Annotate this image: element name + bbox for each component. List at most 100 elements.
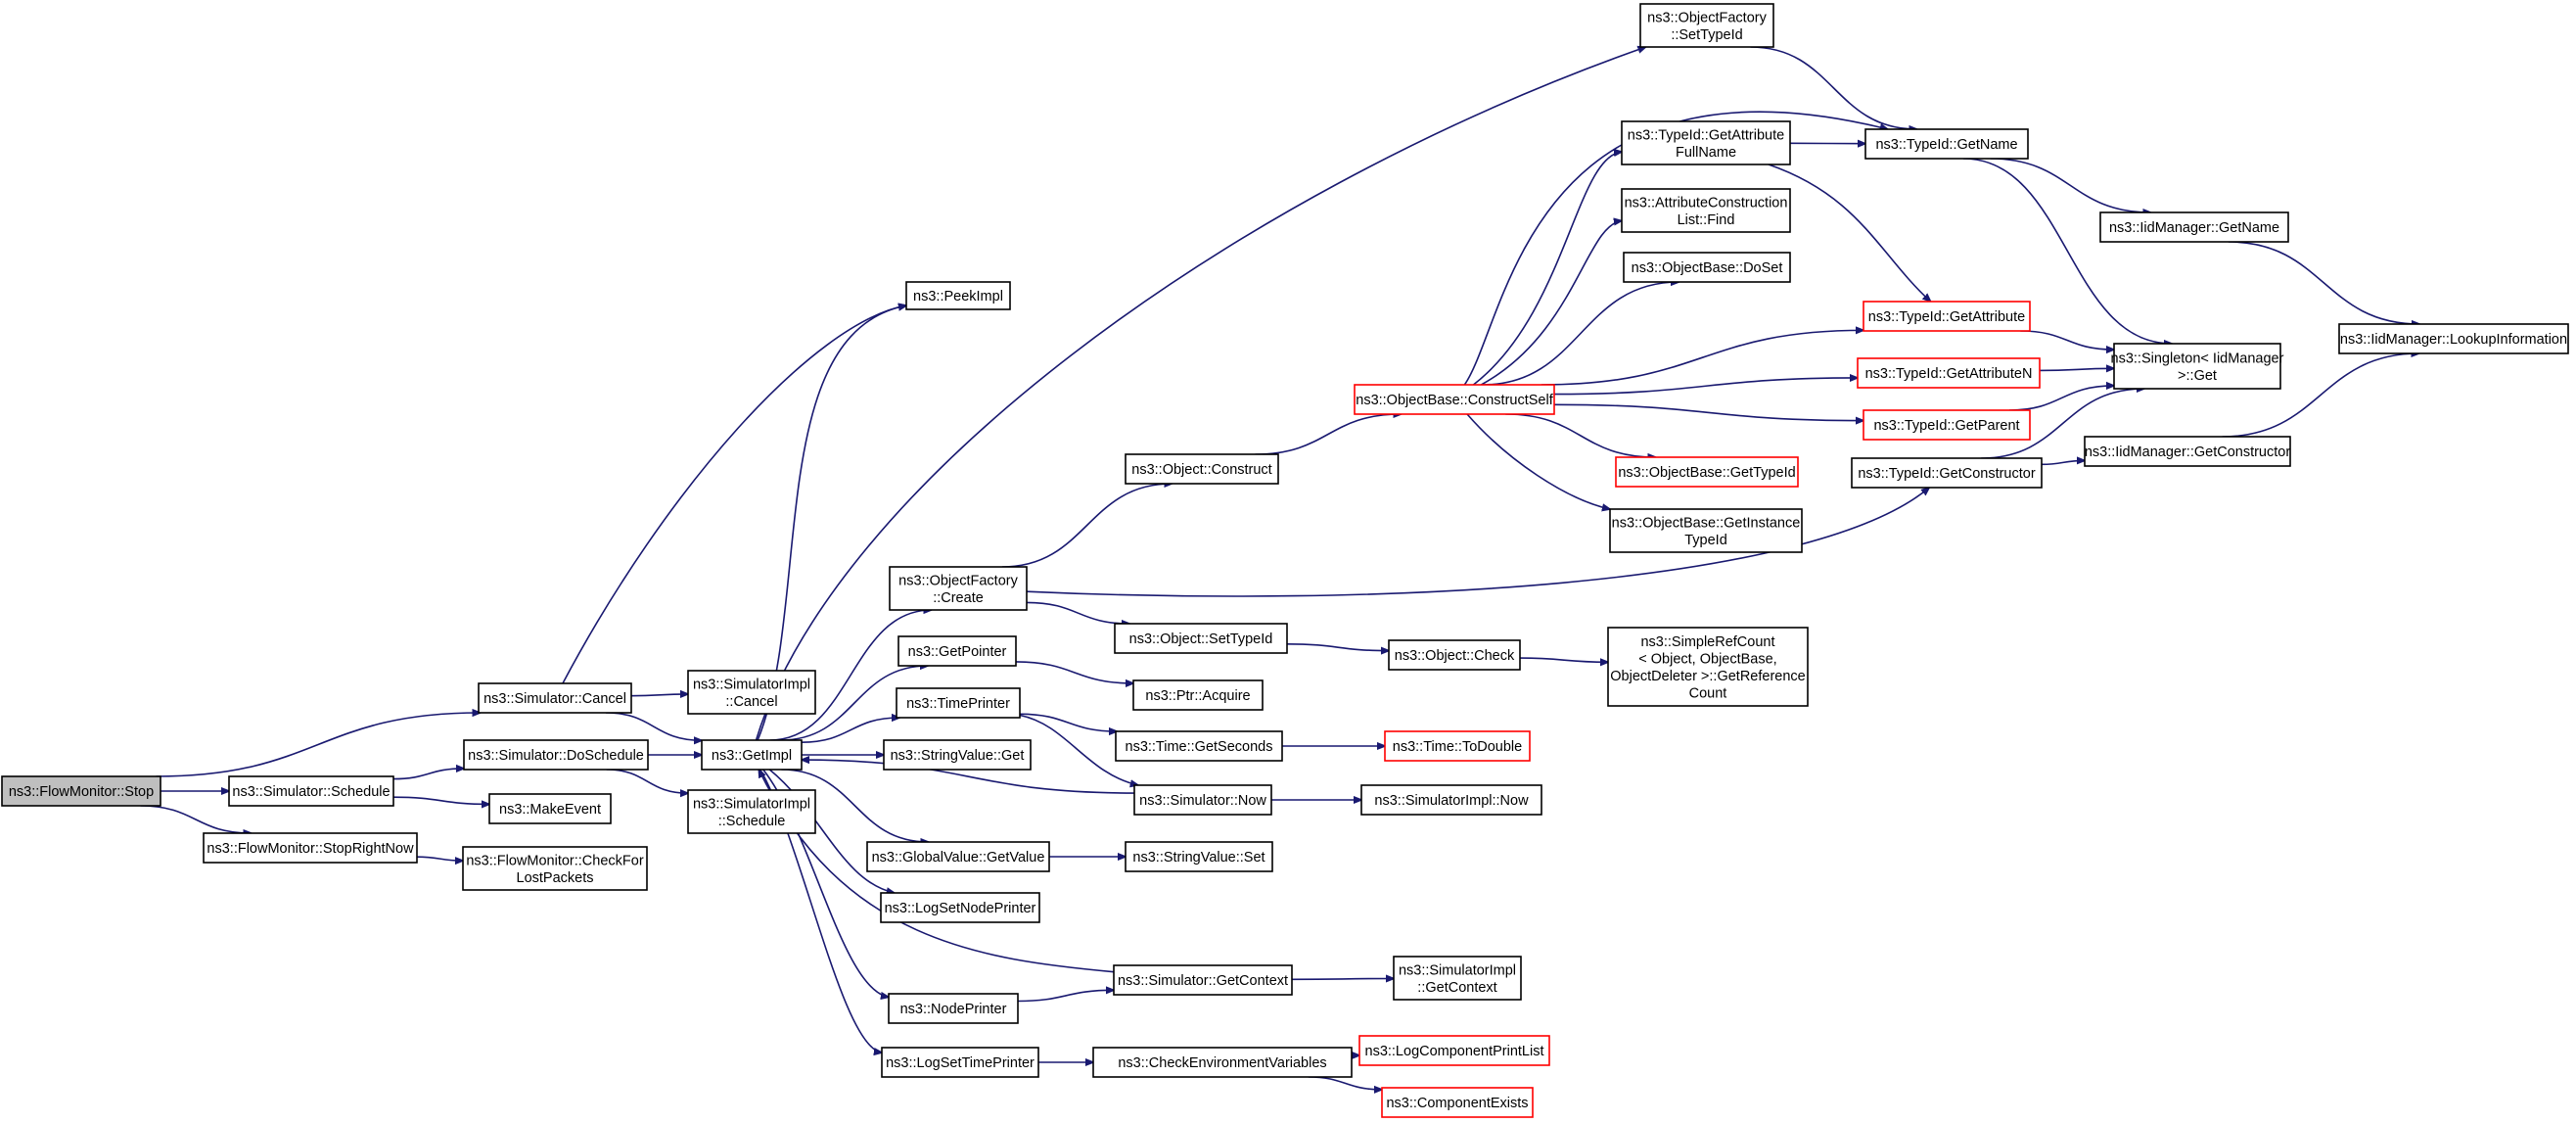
node-label: ns3::TypeId::GetParent (1873, 418, 2019, 434)
node-timeprinter[interactable]: ns3::TimePrinter (896, 687, 1021, 719)
edge-sim_cancel-to-getimpl (605, 712, 702, 740)
node-typeid-getattributen[interactable]: ns3::TypeId::GetAttributeN (1857, 357, 2041, 389)
node-label: ns3::Object::SetTypeId (1129, 632, 1273, 647)
node-globalvalue-getvalue[interactable]: ns3::GlobalValue::GetValue (866, 841, 1050, 872)
node-schedule[interactable]: ns3::Simulator::Schedule (228, 775, 394, 807)
node-constructself[interactable]: ns3::ObjectBase::ConstructSelf (1354, 384, 1555, 415)
node-label: TypeId (1684, 533, 1727, 548)
node-typeid-getparent[interactable]: ns3::TypeId::GetParent (1863, 409, 2031, 441)
node-logcompprintlist[interactable]: ns3::LogComponentPrintList (1358, 1035, 1550, 1066)
node-box (1113, 964, 1293, 996)
node-makeevent[interactable]: ns3::MakeEvent (488, 793, 612, 824)
node-singleton-get[interactable]: ns3::Singleton< IidManager >::Get (2111, 343, 2284, 390)
node-typeid-getattribute[interactable]: ns3::TypeId::GetAttribute (1863, 301, 2031, 332)
node-box (2099, 211, 2289, 243)
node-nodeprinter[interactable]: ns3::NodePrinter (888, 993, 1019, 1024)
node-box (880, 892, 1040, 923)
node-label: ns3::ObjectBase::GetTypeId (1618, 465, 1795, 481)
edge-typeid_getparent-to-singleton_get (2008, 386, 2114, 411)
node-iidmanager-getname[interactable]: ns3::IidManager::GetName (2099, 211, 2289, 243)
node-box (896, 687, 1021, 719)
node-label: Count (1689, 685, 1727, 701)
node-checkenv[interactable]: ns3::CheckEnvironmentVariables (1092, 1047, 1353, 1078)
node-box (883, 739, 1032, 771)
node-logsetnodeprinter[interactable]: ns3::LogSetNodePrinter (880, 892, 1040, 923)
node-label: ns3::SimulatorImpl (693, 677, 810, 692)
node-stop[interactable]: ns3::FlowMonitor::Stop (1, 775, 161, 807)
node-box (2113, 343, 2281, 390)
node-label: ns3::Object::Construct (1131, 462, 1271, 478)
node-stringvalue-set[interactable]: ns3::StringValue::Set (1125, 841, 1273, 872)
node-label: ns3::LogComponentPrintList (1365, 1044, 1544, 1059)
node-peekimpl[interactable]: ns3::PeekImpl (905, 281, 1011, 310)
node-label: ns3::Simulator::DoSchedule (468, 748, 644, 764)
node-sim-getcontext[interactable]: ns3::Simulator::GetContext (1113, 964, 1293, 996)
edge-constructself-to-typeid_getattributen (1553, 378, 1858, 396)
node-getpointer[interactable]: ns3::GetPointer (897, 635, 1017, 667)
edge-doschedule-to-simimpl_schedule (606, 769, 688, 793)
node-box (897, 635, 1017, 667)
node-box (1609, 508, 1803, 553)
node-objfactory-settypeid[interactable]: ns3::ObjectFactory::SetTypeId (1639, 3, 1774, 48)
node-iidmanager-lookupinformation[interactable]: ns3::IidManager::LookupInformation (2338, 323, 2569, 354)
node-box (1393, 956, 1522, 1001)
node-obj-settypeid[interactable]: ns3::Object::SetTypeId (1114, 623, 1288, 654)
node-label: ::Create (933, 590, 984, 606)
node-doschedule[interactable]: ns3::Simulator::DoSchedule (463, 739, 649, 771)
node-sim-now[interactable]: ns3::Simulator::Now (1133, 784, 1272, 816)
node-box (2338, 323, 2569, 354)
edge-obj_settypeid-to-obj_check (1286, 642, 1389, 651)
node-objfactory-create[interactable]: ns3::ObjectFactory::Create (889, 566, 1028, 611)
node-simplerefcount[interactable]: ns3::SimpleRefCount< Object, ObjectBase,… (1607, 627, 1809, 707)
node-obj-check[interactable]: ns3::Object::Check (1388, 639, 1521, 671)
edge-objfactory_create-to-typeid_getconstructor (1026, 488, 1929, 597)
node-box (1388, 639, 1521, 671)
node-time-todouble[interactable]: ns3::Time::ToDouble (1384, 730, 1531, 762)
node-obj-construct[interactable]: ns3::Object::Construct (1125, 453, 1279, 485)
edge-constructself-to-typeid_getparent (1553, 403, 1863, 420)
edge-stoprightnow-to-checklost (416, 856, 463, 861)
edge-typeid_getattribute-to-singleton_get (2020, 330, 2114, 350)
node-label: ns3::IidManager::GetName (2109, 220, 2279, 236)
node-box (462, 846, 648, 891)
node-typeid-getconstructor[interactable]: ns3::TypeId::GetConstructor (1851, 457, 2043, 489)
node-label: ::GetContext (1417, 980, 1496, 996)
node-time-getseconds[interactable]: ns3::Time::GetSeconds (1115, 730, 1283, 762)
node-label: ns3::Simulator::Now (1139, 793, 1266, 809)
node-iidmanager-getconstructor[interactable]: ns3::IidManager::GetConstructor (2084, 436, 2291, 467)
node-label: ns3::Object::Check (1395, 648, 1515, 664)
node-getimpl[interactable]: ns3::GetImpl (701, 739, 803, 771)
node-simimpl-getcontext[interactable]: ns3::SimulatorImpl::GetContext (1393, 956, 1522, 1001)
function-nodes: ns3::FlowMonitor::Stop ns3::Simulator::Sc… (1, 3, 2569, 1118)
node-label: ns3::ObjectBase::GetInstance (1612, 515, 1801, 531)
node-stringvalue-get[interactable]: ns3::StringValue::Get (883, 739, 1032, 771)
node-label: ns3::SimpleRefCount (1640, 634, 1774, 650)
node-box (2084, 436, 2291, 467)
node-simimpl-cancel[interactable]: ns3::SimulatorImpl::Cancel (687, 670, 816, 715)
node-objbase-gettypeid[interactable]: ns3::ObjectBase::GetTypeId (1615, 456, 1799, 488)
node-objbase-doset[interactable]: ns3::ObjectBase::DoSet (1623, 252, 1791, 283)
node-label: < Object, ObjectBase, (1638, 651, 1776, 667)
edge-constructself-to-typeid_getattrfullname (1472, 152, 1622, 386)
node-simimpl-schedule[interactable]: ns3::SimulatorImpl::Schedule (687, 789, 816, 834)
node-logsettimeprinter[interactable]: ns3::LogSetTimePrinter (881, 1047, 1039, 1078)
node-box (1621, 188, 1791, 233)
node-box (1857, 357, 2041, 389)
node-componentexists[interactable]: ns3::ComponentExists (1381, 1087, 1534, 1118)
node-stoprightnow[interactable]: ns3::FlowMonitor::StopRightNow (203, 832, 418, 864)
edge-obj_check-to-simplerefcount (1519, 657, 1608, 662)
node-ptr-acquire[interactable]: ns3::Ptr::Acquire (1132, 679, 1264, 711)
node-simimpl-now[interactable]: ns3::SimulatorImpl::Now (1360, 784, 1542, 816)
edge-getimpl-to-objfactory_settypeid (755, 47, 1646, 741)
node-label: List::Find (1678, 212, 1735, 228)
node-typeid-getname[interactable]: ns3::TypeId::GetName (1864, 128, 2029, 160)
node-label: ns3::LogSetTimePrinter (886, 1055, 1035, 1071)
node-sim-cancel[interactable]: ns3::Simulator::Cancel (478, 682, 632, 714)
node-box (1607, 627, 1809, 707)
node-box (1623, 252, 1791, 283)
edge-getimpl-to-globalvalue_getvalue (781, 769, 928, 842)
